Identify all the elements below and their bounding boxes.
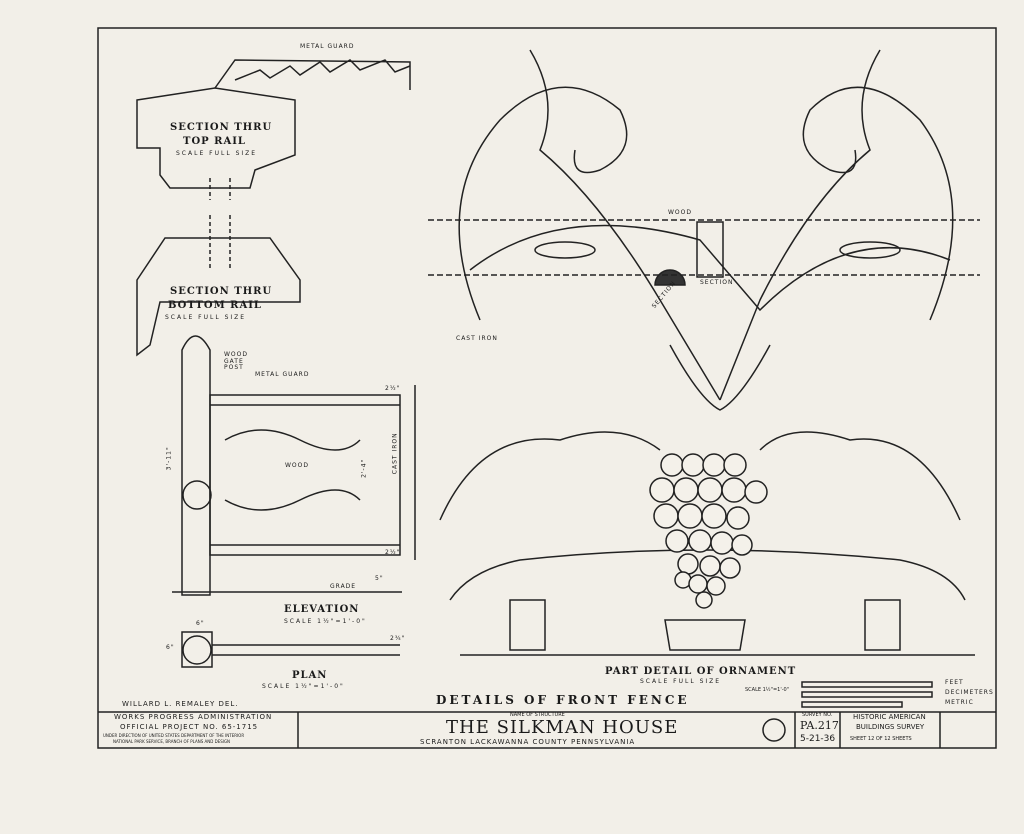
- sheet-border: [97, 27, 997, 749]
- bottom-dimension: 2½": [385, 549, 401, 556]
- agency-line-2: OFFICIAL PROJECT NO. 65-1715: [120, 723, 259, 731]
- delineator: WILLARD L. REMALEY DEL.: [122, 700, 239, 708]
- scale-bar-label: SCALE 1½"=1'-0": [745, 687, 789, 693]
- ornament-cast-iron-label: CAST IRON: [456, 335, 498, 342]
- cast-iron-ornament: [428, 49, 980, 656]
- height-dimension: 3'-11": [165, 446, 173, 471]
- ornament-title: PART DETAIL OF ORNAMENT: [605, 666, 797, 677]
- scale-metric: METRIC: [945, 699, 974, 706]
- top-dimension: 2½": [385, 385, 401, 392]
- panel-dimension: 2'-4": [360, 458, 368, 478]
- agency-line-4: NATIONAL PARK SERVICE, BRANCH OF PLANS A…: [113, 739, 231, 744]
- section-label-2: SECTION: [700, 279, 734, 286]
- gate-post: [181, 335, 211, 596]
- structure-label: NAME OF STRUCTURE: [510, 712, 565, 718]
- top-rail-title-2: TOP RAIL: [183, 136, 246, 147]
- grape-cluster: [649, 453, 768, 609]
- bottom-rail-title: SECTION THRU: [170, 286, 273, 297]
- scale-decimeters: DECIMETERS: [945, 689, 994, 696]
- ornament-scale: SCALE FULL SIZE: [640, 678, 722, 685]
- plan-height-dim: 6": [166, 644, 175, 651]
- top-rail-section: [136, 87, 296, 189]
- sheet-number: SHEET 12 OF 12 SHEETS: [850, 736, 912, 742]
- program-line-1: HISTORIC AMERICAN: [853, 713, 926, 721]
- bottom-rail-scale: SCALE FULL SIZE: [165, 314, 247, 321]
- scale-feet: FEET: [945, 679, 964, 686]
- grade-label: GRADE: [330, 583, 357, 590]
- agency-line-1: WORKS PROGRESS ADMINISTRATION: [114, 713, 273, 721]
- top-rail-scale: SCALE FULL SIZE: [176, 150, 258, 157]
- metal-guard-label: METAL GUARD: [300, 43, 355, 50]
- base-dimension: 5": [375, 575, 384, 582]
- plan-right-dim: 2¾": [390, 635, 406, 642]
- graphic-scale: [801, 681, 933, 708]
- plan-title: PLAN: [292, 670, 328, 681]
- agency-line-3: UNDER DIRECTION OF UNITED STATES DEPARTM…: [103, 733, 245, 738]
- program-line-2: BUILDINGS SURVEY: [856, 723, 925, 731]
- location: SCRANTON LACKAWANNA COUNTY PENNSYLVANIA: [420, 738, 636, 746]
- elevation-cast-iron-label: CAST IRON: [391, 432, 399, 475]
- survey-number: PA.217: [800, 719, 839, 732]
- elevation-metal-guard-label: METAL GUARD: [255, 371, 310, 378]
- elevation-scale: SCALE 1½"=1'-0": [284, 618, 367, 625]
- survey-label: SURVEY NO.: [802, 712, 833, 718]
- plan-post: [182, 635, 212, 665]
- bottom-rail-section: [136, 237, 301, 357]
- sheet-title: DETAILS OF FRONT FENCE: [436, 693, 690, 707]
- plan-scale: SCALE 1½"=1'-0": [262, 683, 345, 690]
- survey-date: 5-21-36: [800, 734, 836, 744]
- ornament-wood-label: WOOD: [668, 209, 692, 216]
- wood-gate-post-label: WOOD GATE POST: [224, 351, 248, 372]
- fence-panel: [209, 394, 401, 556]
- structure-name: THE SILKMAN HOUSE: [446, 717, 679, 738]
- plan-width-dim: 6": [196, 620, 205, 627]
- bottom-rail-title-2: BOTTOM RAIL: [168, 300, 262, 311]
- elevation-title: ELEVATION: [284, 604, 360, 615]
- top-rail-title: SECTION THRU: [170, 122, 273, 133]
- elevation-wood-label: WOOD: [285, 462, 309, 469]
